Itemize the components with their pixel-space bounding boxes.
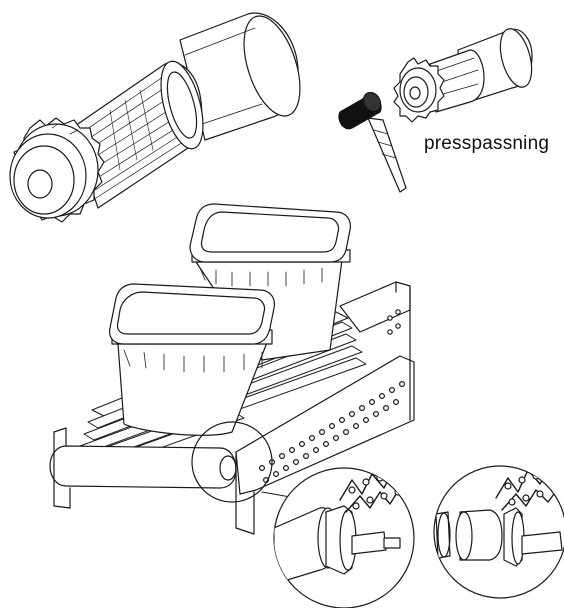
large-roller-splined-shaft — [71, 60, 204, 209]
detail-view-before — [273, 467, 415, 608]
small-roller-assembly — [393, 28, 533, 123]
detail-view-after — [433, 465, 564, 599]
large-roller-assembly — [9, 12, 301, 223]
hammer-icon — [338, 91, 407, 193]
large-roller-cylinder — [179, 12, 301, 141]
press-fit-label: presspassning — [424, 133, 550, 154]
rail-bolt-holes — [259, 309, 406, 484]
front-bin — [109, 283, 275, 436]
large-sprocket — [9, 117, 105, 223]
